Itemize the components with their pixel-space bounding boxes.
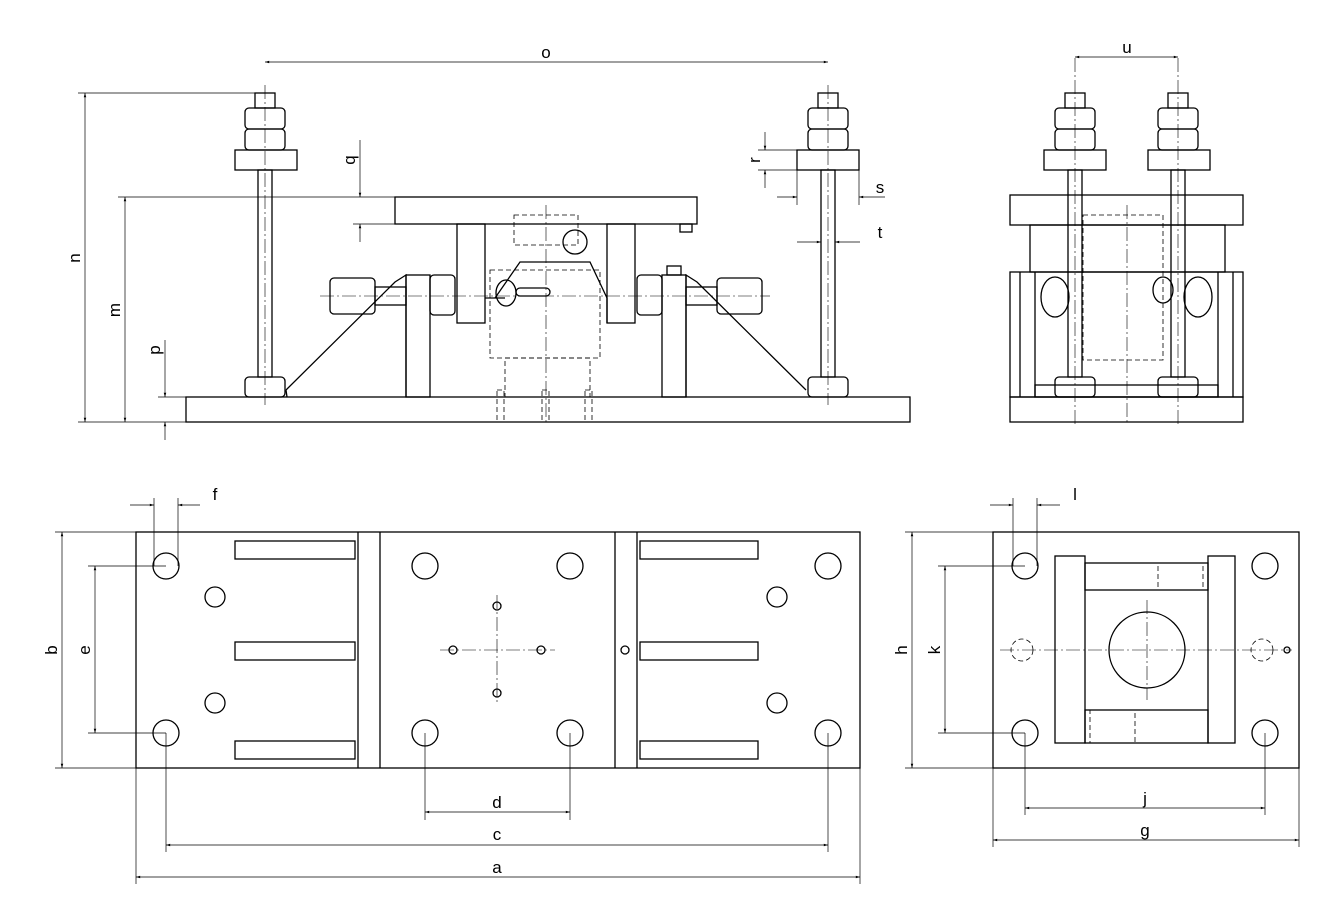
dim-n: n — [65, 253, 84, 262]
dim-a: a — [492, 858, 502, 877]
dim-c: c — [493, 825, 502, 844]
dim-l: l — [1073, 485, 1077, 504]
side-bolt-left — [1043, 58, 1107, 425]
dim-f: f — [213, 485, 218, 504]
front-view — [185, 85, 911, 425]
dim-q: q — [340, 155, 359, 164]
side-view — [1009, 58, 1244, 425]
dim-d: d — [492, 793, 501, 812]
dim-b: b — [42, 645, 61, 654]
dim-p: p — [145, 345, 164, 354]
right-bolt — [796, 85, 860, 405]
slots — [234, 540, 759, 760]
left-bolt — [234, 85, 298, 405]
dim-s: s — [876, 178, 885, 197]
dim-k: k — [925, 645, 944, 654]
dim-o: o — [541, 43, 550, 62]
plan-view — [135, 531, 861, 769]
dim-j: j — [1142, 789, 1147, 808]
dim-m: m — [105, 303, 124, 317]
load-cell — [320, 205, 770, 425]
dim-r: r — [745, 157, 764, 163]
dimensions: o u n m p q r s t f b e d c a — [42, 38, 1300, 884]
dim-t: t — [878, 223, 883, 242]
dim-u: u — [1122, 38, 1131, 57]
dim-g: g — [1140, 821, 1149, 840]
side-bolt-right — [1147, 58, 1211, 425]
right-bracket — [606, 223, 807, 398]
dim-e: e — [75, 645, 94, 654]
end-plan-view — [992, 531, 1300, 769]
left-bracket — [285, 223, 608, 398]
dim-h: h — [892, 645, 911, 654]
